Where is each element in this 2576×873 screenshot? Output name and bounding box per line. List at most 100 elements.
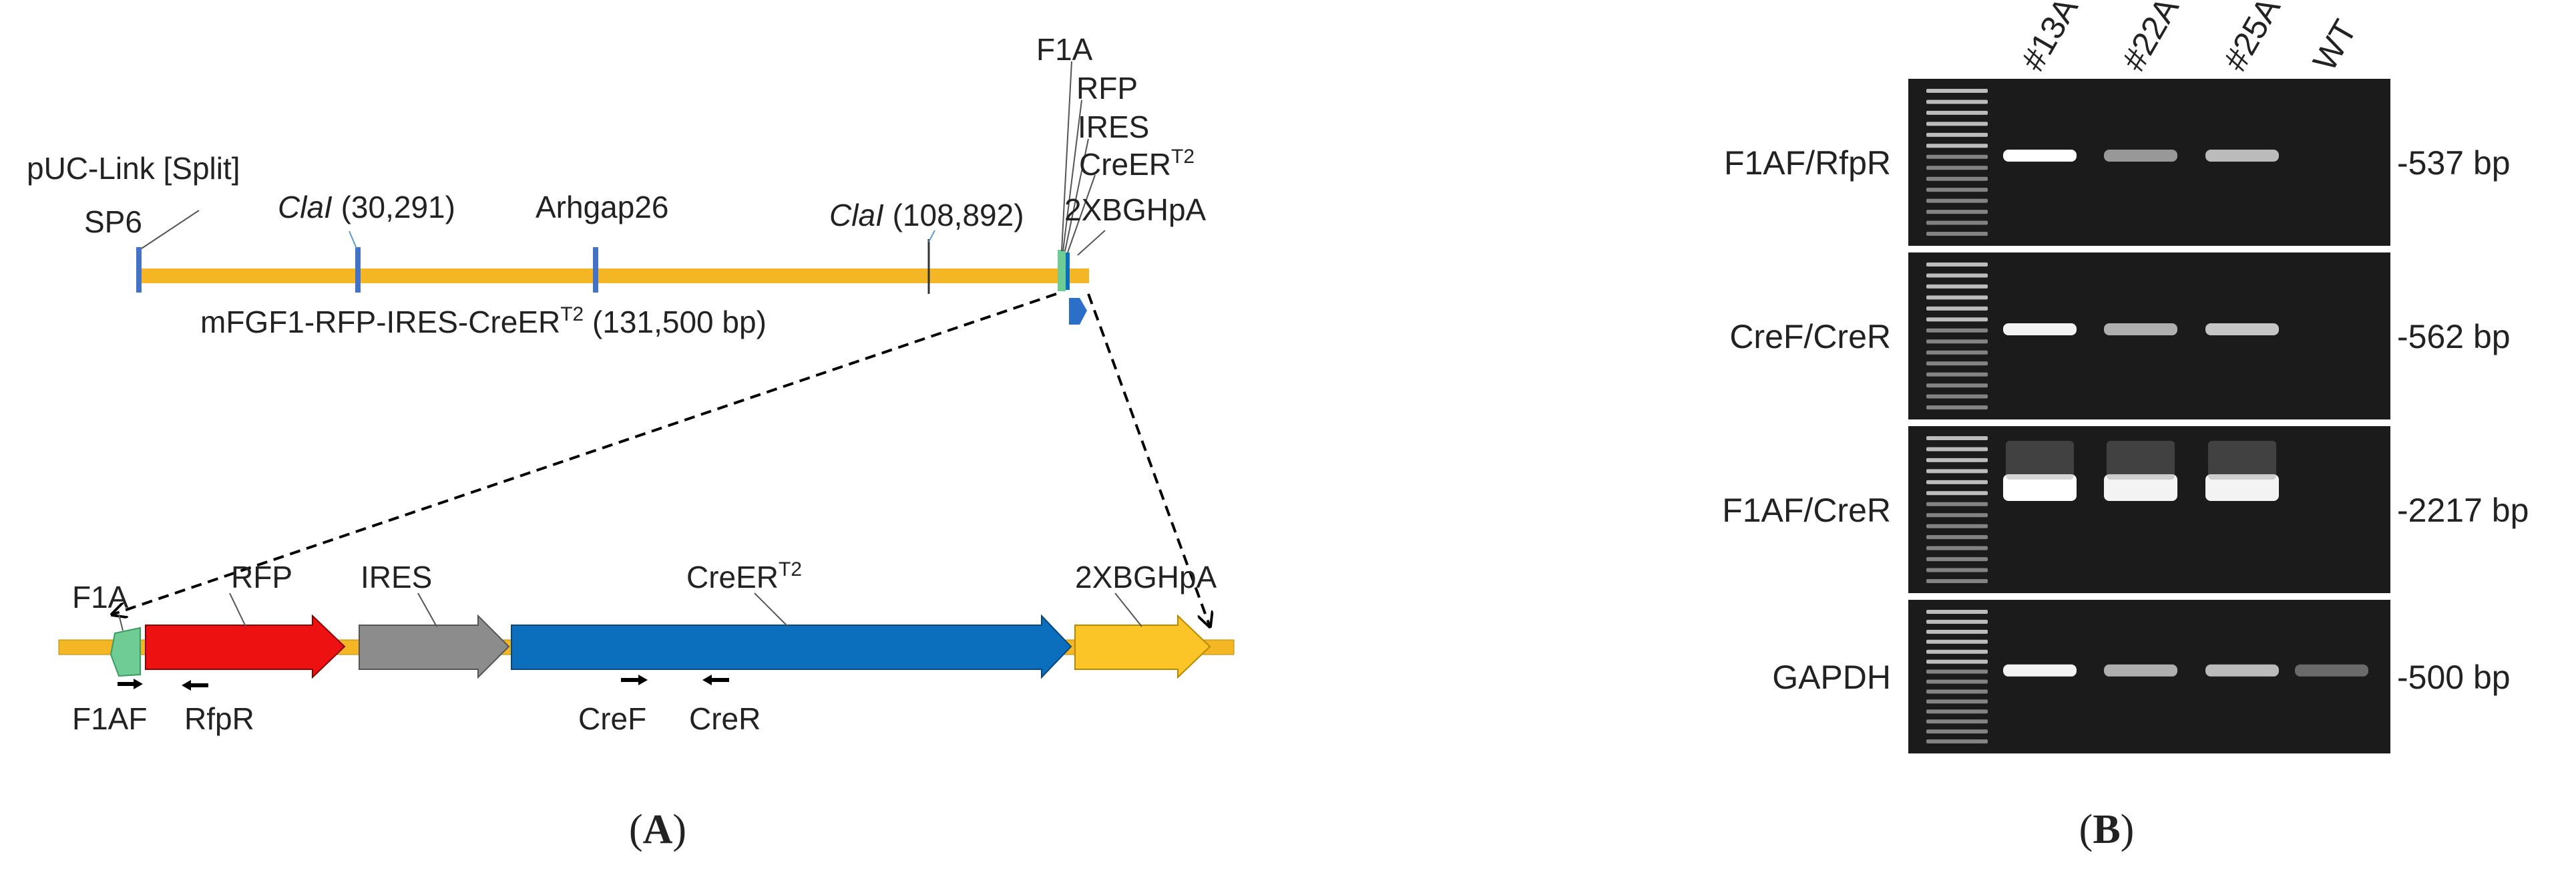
ladder-band <box>1926 220 1988 225</box>
ladder-band <box>1926 198 1988 203</box>
row-size-label: -2217 bp <box>2397 492 2529 529</box>
cassette-rfp-leader <box>229 592 246 627</box>
cassette-f1a-label: F1A <box>72 580 129 615</box>
ladder-band <box>1926 524 1988 528</box>
cre-leader <box>1067 174 1096 253</box>
gel-image-1 <box>1908 252 2390 419</box>
gel-band <box>2205 150 2279 162</box>
ires-label: IRES <box>1078 110 1149 144</box>
cassette-ires-label: IRES <box>361 560 432 594</box>
ladder-band <box>1926 361 1988 366</box>
panel-b-label: (B) <box>2079 807 2135 852</box>
primer-crer-label: CreR <box>689 701 761 736</box>
primer-crer-arrow-icon <box>702 675 729 685</box>
gel-band <box>2104 474 2177 501</box>
ladder-band <box>1926 546 1988 550</box>
gel-band <box>2205 664 2279 677</box>
ladder-band <box>1926 154 1988 159</box>
clai-1-marker <box>355 247 361 293</box>
gel-band <box>2205 474 2279 501</box>
ladder-band <box>1926 458 1988 462</box>
cre-label-main: CreER <box>1079 147 1171 182</box>
clai-2-label: ClaI (108,892) <box>829 198 1024 232</box>
gel-smear <box>2208 441 2276 480</box>
primer-cref-arrow-icon <box>621 675 648 685</box>
ladder-band <box>1926 502 1988 506</box>
ladder-band <box>1926 210 1988 214</box>
gel-band <box>2003 323 2077 335</box>
primer-f1af-arrow-icon <box>118 679 143 689</box>
ladder-band <box>1926 110 1988 115</box>
cassette-bgh-label: 2XBGHpA <box>1075 560 1217 594</box>
arhgap26-marker <box>593 247 598 293</box>
insert-marker-blue <box>1066 252 1070 290</box>
ladder-band <box>1926 535 1988 540</box>
row-size-label: -562 bp <box>2397 318 2511 355</box>
ladder-band <box>1926 436 1988 440</box>
sp6-marker <box>136 247 142 293</box>
clai-2-leader <box>928 230 935 242</box>
bac-map: pUC-Link [Split] SP6 ClaI (30,291) Arhga… <box>27 32 1207 339</box>
ladder-band <box>1926 557 1988 562</box>
clai-1-position: (30,291) <box>333 190 455 224</box>
ladder-band <box>1926 176 1988 181</box>
ladder-band <box>1926 372 1988 377</box>
gel-image-3 <box>1908 600 2390 753</box>
ladder-band <box>1926 166 1988 170</box>
ladder-band <box>1926 383 1988 388</box>
panel-a-letter: A <box>643 807 673 852</box>
gel-smear <box>2006 441 2074 480</box>
ladder-band <box>1926 629 1988 634</box>
ladder-band <box>1926 447 1988 452</box>
panel-b-letter: B <box>2093 807 2120 852</box>
arhgap26-label: Arhgap26 <box>535 190 669 224</box>
primer-rfpr-label: RfpR <box>184 701 254 736</box>
ladder-band <box>1926 639 1988 644</box>
panel-b-close: ) <box>2121 807 2135 852</box>
bgh-label: 2XBGHpA <box>1064 192 1207 227</box>
gel-band <box>2003 150 2077 162</box>
construct-label-size: (131,500 bp) <box>584 305 767 339</box>
ladder-band <box>1926 295 1988 300</box>
ladder-band <box>1926 719 1988 724</box>
ladder-band <box>1926 350 1988 355</box>
ladder-band <box>1926 273 1988 278</box>
ladder-band <box>1926 729 1988 734</box>
bac-backbone <box>139 269 1089 283</box>
sp6-label: SP6 <box>84 204 142 239</box>
ladder-band <box>1926 709 1988 714</box>
ladder-band <box>1926 491 1988 496</box>
f1a-label: F1A <box>1036 32 1093 67</box>
lane-header-1: #22A <box>2115 0 2186 77</box>
lane-header-3: WT <box>2306 13 2364 77</box>
lane-header-2: #25A <box>2216 0 2288 77</box>
ladder-band <box>1926 669 1988 674</box>
ladder-band <box>1926 306 1988 311</box>
primer-rfpr-arrow-icon <box>182 680 208 691</box>
ladder-band <box>1926 132 1988 137</box>
cassette-cre-label: CreERT2 <box>686 558 802 594</box>
gel-image-0 <box>1908 79 2390 246</box>
f1a-element <box>110 627 141 677</box>
zoom-line-right <box>1087 293 1210 627</box>
ladder-band <box>1926 689 1988 694</box>
ladder-band <box>1926 480 1988 484</box>
cassette-cre-main: CreER <box>686 560 779 594</box>
panel-a-close: ) <box>672 807 686 852</box>
panel-a-label: (A) <box>629 807 686 852</box>
row-primer-label: F1AF/RfpR <box>1724 144 1891 182</box>
insert-marker-green <box>1058 250 1066 291</box>
panel-b-open: ( <box>2079 807 2093 852</box>
construct-label-main: mFGF1-RFP-IRES-CreER <box>200 305 560 339</box>
gel-band <box>2104 323 2177 335</box>
f1a-leader <box>1061 61 1072 252</box>
ladder-band <box>1926 579 1988 583</box>
primer-cref-label: CreF <box>578 701 646 736</box>
ladder-band <box>1926 263 1988 267</box>
ladder-band <box>1926 394 1988 399</box>
cassette-cre-sup: T2 <box>779 558 802 580</box>
panel-a-open: ( <box>629 807 643 852</box>
ires-element <box>359 614 510 679</box>
insert-orientation-arrow-icon <box>1069 298 1087 325</box>
gel-band <box>2003 664 2077 677</box>
